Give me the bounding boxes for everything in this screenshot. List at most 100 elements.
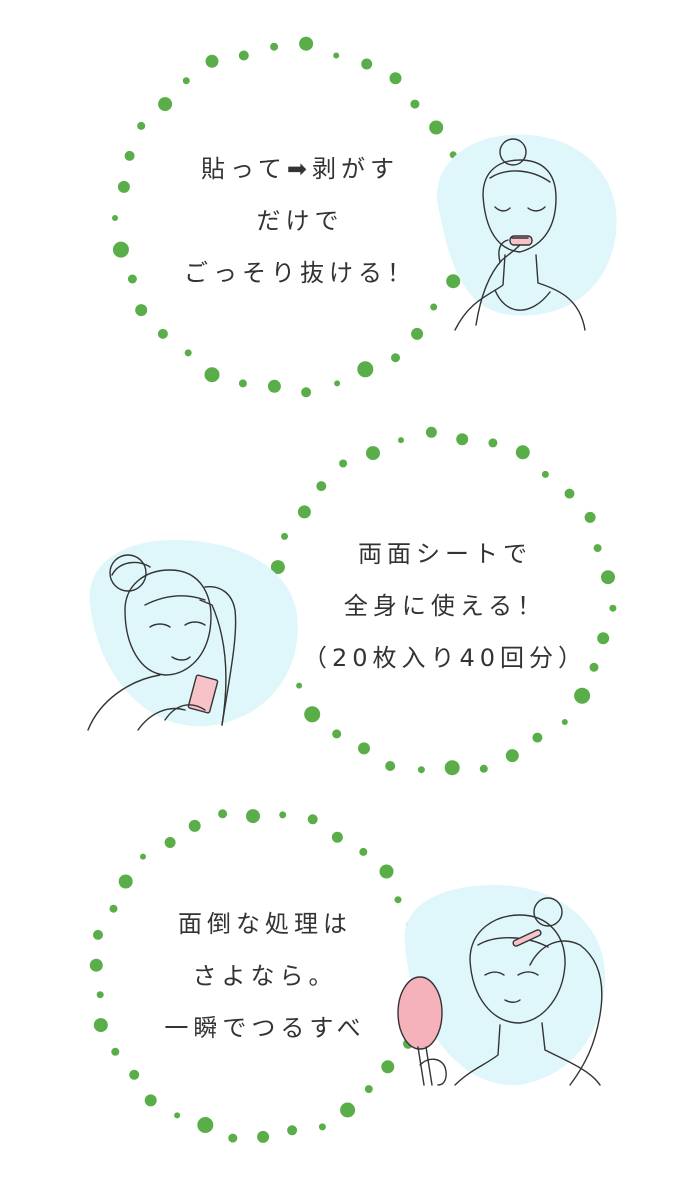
ring-dot bbox=[299, 36, 314, 51]
ring-dot bbox=[358, 742, 370, 755]
ring-dot bbox=[246, 809, 260, 824]
feature-2-line-1: 両面シートで bbox=[358, 540, 532, 568]
ring-dot bbox=[331, 831, 343, 843]
feature-caption-2: 両面シートで 全身に使える！ （20枚入り40回分） bbox=[295, 528, 595, 684]
ring-dot bbox=[174, 1112, 181, 1119]
ring-dot bbox=[561, 719, 568, 725]
feature-1-line-3: ごっそり抜ける！ bbox=[184, 259, 416, 287]
feature-1-line-1: 貼って➡剥がす bbox=[201, 155, 399, 183]
ring-dot bbox=[593, 544, 602, 553]
ring-dot bbox=[398, 437, 404, 444]
ring-dot bbox=[430, 303, 438, 311]
ring-dot bbox=[279, 811, 287, 819]
ring-dot bbox=[425, 426, 437, 438]
ring-dot bbox=[158, 97, 173, 112]
ring-dot bbox=[270, 42, 279, 51]
ring-dot bbox=[505, 749, 519, 763]
ring-dot bbox=[205, 54, 219, 68]
feature-caption-3: 面倒な処理は さよなら。 一瞬でつるすべ bbox=[135, 898, 395, 1054]
ring-dot bbox=[589, 662, 599, 672]
feature-3-line-1: 面倒な処理は bbox=[178, 910, 352, 938]
ring-dot bbox=[444, 760, 460, 776]
hand-mirror-icon bbox=[397, 976, 443, 1050]
ring-dot bbox=[479, 764, 488, 773]
ring-dot bbox=[281, 532, 288, 540]
ring-dot bbox=[296, 682, 303, 689]
ring-dot bbox=[361, 58, 373, 70]
ring-dot bbox=[379, 864, 394, 879]
ring-dot bbox=[389, 72, 402, 85]
ring-dot bbox=[197, 1117, 214, 1133]
feature-caption-1: 貼って➡剥がす だけで ごっそり抜ける！ bbox=[160, 143, 440, 299]
ring-dot bbox=[359, 847, 368, 856]
ring-dot bbox=[164, 837, 176, 848]
ring-dot bbox=[257, 1130, 270, 1143]
ring-dot bbox=[488, 438, 498, 448]
ring-dot bbox=[385, 761, 396, 771]
ring-dot bbox=[340, 1102, 356, 1118]
ring-dot bbox=[204, 367, 220, 383]
ring-dot bbox=[394, 896, 402, 904]
dotted-circle-2 bbox=[87, 426, 617, 776]
feature-block-3: 面倒な処理は さよなら。 一瞬でつるすべ bbox=[0, 785, 700, 1175]
ring-dot bbox=[609, 604, 617, 612]
ring-dot bbox=[584, 511, 596, 523]
ring-dot bbox=[140, 853, 146, 860]
ring-dot bbox=[111, 1047, 120, 1056]
ring-dot bbox=[366, 446, 380, 461]
ring-dot bbox=[391, 353, 400, 363]
ring-dot bbox=[297, 505, 311, 519]
feature-block-2: 両面シートで 全身に使える！ （20枚入り40回分） bbox=[0, 395, 700, 785]
ring-dot bbox=[381, 1060, 395, 1074]
ring-dot bbox=[135, 304, 148, 317]
ring-dot bbox=[597, 632, 610, 645]
feature-2-line-2: 全身に使える！ bbox=[343, 592, 547, 620]
ring-dot bbox=[93, 929, 103, 940]
ring-dot bbox=[417, 766, 425, 774]
ring-dot bbox=[109, 904, 118, 913]
ring-dot bbox=[96, 991, 104, 999]
ring-dot bbox=[564, 488, 575, 499]
feature-3-line-2: さよなら。 bbox=[192, 962, 338, 990]
feature-2-line-3: （20枚入り40回分） bbox=[302, 644, 588, 672]
ring-dot bbox=[446, 274, 461, 289]
ring-dot bbox=[118, 874, 133, 889]
ring-dot bbox=[157, 328, 168, 339]
ring-dot bbox=[574, 687, 591, 704]
dotted-circle-1 bbox=[112, 36, 617, 398]
ring-dot bbox=[188, 819, 201, 832]
woman-wax-underarm-illustration bbox=[87, 554, 237, 731]
ring-dot bbox=[333, 52, 340, 59]
ring-dot bbox=[144, 1094, 157, 1107]
ring-dot bbox=[364, 1085, 373, 1094]
ring-dot bbox=[238, 379, 247, 388]
ring-dot bbox=[411, 327, 424, 340]
ring-dot bbox=[429, 120, 444, 135]
ring-dot bbox=[304, 706, 321, 723]
dotted-circle-3 bbox=[89, 809, 605, 1143]
ring-dot bbox=[307, 814, 318, 825]
ring-dot bbox=[287, 1125, 298, 1136]
ring-dot bbox=[515, 445, 530, 460]
ring-dot bbox=[316, 481, 327, 492]
ring-dot bbox=[238, 50, 249, 61]
feature-3-line-3: 一瞬でつるすべ bbox=[164, 1014, 366, 1042]
ring-dot bbox=[332, 729, 342, 739]
ring-dot bbox=[334, 380, 341, 387]
ring-dot bbox=[339, 459, 348, 468]
feature-block-1: 貼って➡剥がす だけで ごっそり抜ける！ bbox=[0, 0, 700, 398]
ring-dot bbox=[357, 361, 374, 378]
ring-dot bbox=[112, 241, 129, 258]
ring-dot bbox=[541, 470, 549, 478]
ring-dot bbox=[410, 99, 420, 109]
ring-dot bbox=[89, 958, 103, 972]
feature-1-line-2: だけで bbox=[256, 207, 344, 235]
ring-dot bbox=[117, 180, 130, 193]
ring-dot bbox=[218, 809, 228, 819]
ring-dot bbox=[93, 1018, 108, 1033]
ring-dot bbox=[228, 1133, 238, 1143]
woman-wax-lip-illustration bbox=[454, 138, 586, 331]
ring-dot bbox=[318, 1123, 326, 1131]
ring-dot bbox=[301, 387, 312, 398]
ring-dot bbox=[184, 349, 192, 357]
